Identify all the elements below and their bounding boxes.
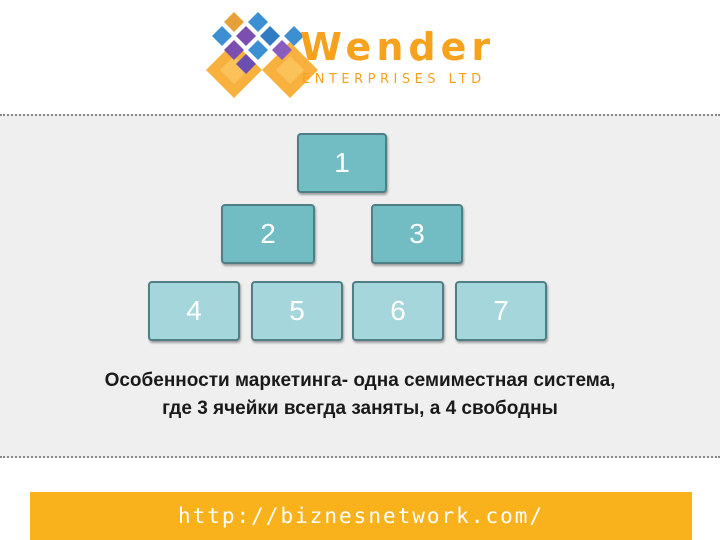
footer-url[interactable]: http://biznesnetwork.com/ xyxy=(177,504,545,528)
brand-name: Wender xyxy=(300,25,496,69)
cell-2: 2 xyxy=(221,204,315,264)
cell-5: 5 xyxy=(251,281,343,341)
cell-7: 7 xyxy=(455,281,547,341)
cell-6: 6 xyxy=(352,281,444,341)
footer-bar: http://biznesnetwork.com/ xyxy=(30,492,692,540)
cell-4: 4 xyxy=(148,281,240,341)
company-logo xyxy=(206,12,318,98)
diagram-caption: Особенности маркетинга- одна семиместная… xyxy=(0,367,720,423)
brand-subtitle: ENTERPRISES LTD xyxy=(302,72,486,87)
cell-3: 3 xyxy=(371,204,463,264)
cell-1: 1 xyxy=(297,133,387,193)
caption-line-2: где 3 ячейки всегда заняты, а 4 свободны xyxy=(162,398,558,419)
caption-line-1: Особенности маркетинга- одна семиместная… xyxy=(104,370,616,391)
